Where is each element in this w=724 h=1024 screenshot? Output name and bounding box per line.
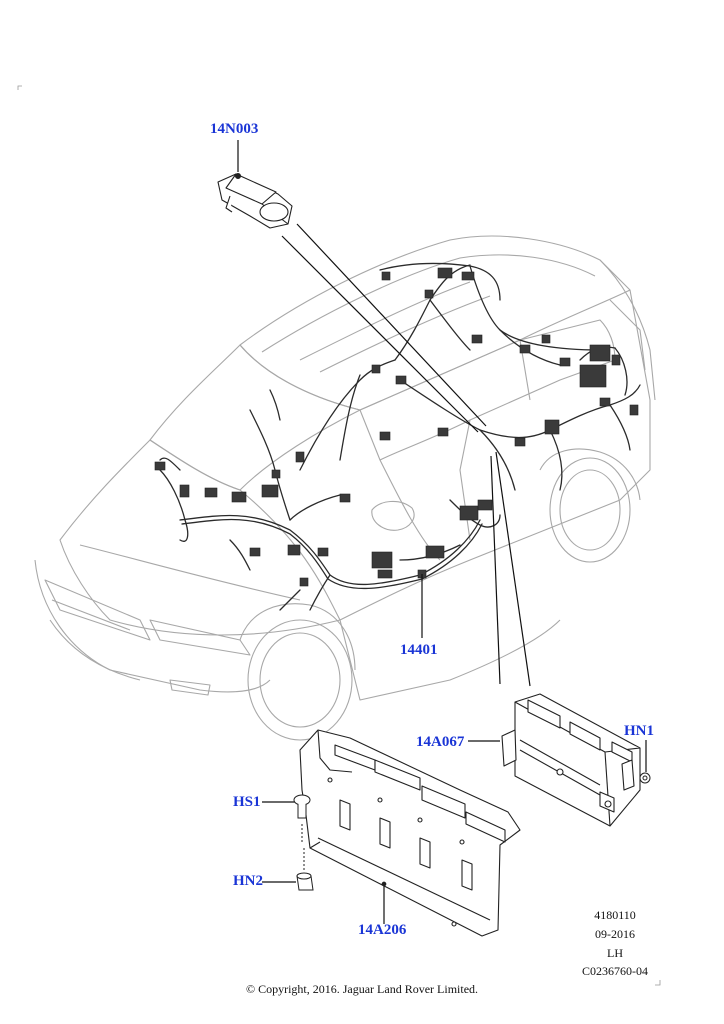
callout-14n003[interactable]: 14N003 — [210, 121, 259, 137]
callout-14a067[interactable]: 14A067 — [416, 734, 465, 750]
vehicle-body — [34, 235, 656, 741]
screw-hs1 — [293, 794, 311, 842]
callout-14401[interactable]: 14401 — [400, 642, 438, 658]
nut-hn1 — [639, 772, 651, 784]
illustration-number: 4180110 — [594, 908, 636, 922]
illustration-side: LH — [607, 946, 623, 960]
copyright-notice: © Copyright, 2016. Jaguar Land Rover Lim… — [245, 982, 479, 996]
bracket-14a206 — [299, 729, 521, 937]
callout-hs1[interactable]: HS1 — [233, 794, 261, 810]
leader-lines — [237, 140, 647, 924]
callout-14a206[interactable]: 14A206 — [358, 922, 407, 938]
wiring-harness — [159, 262, 641, 611]
illustration-reference: C0236760-04 — [582, 964, 648, 978]
nut-hn2 — [296, 848, 314, 891]
harness-connectors — [154, 267, 639, 587]
illustration-date: 09-2016 — [595, 927, 635, 941]
relay-14n003 — [217, 172, 293, 229]
module-14a067 — [501, 693, 641, 827]
corner-mark — [655, 980, 661, 986]
corner-mark — [17, 85, 22, 90]
callout-hn1[interactable]: HN1 — [624, 723, 654, 739]
callout-hn2[interactable]: HN2 — [233, 873, 263, 889]
